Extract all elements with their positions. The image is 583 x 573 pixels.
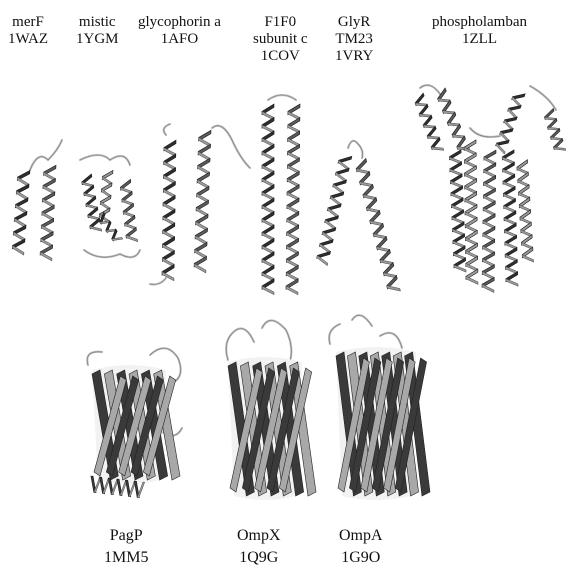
helix-turn-back [553,147,565,150]
helix-turn-back [40,252,52,261]
loop-edge [30,140,62,170]
loop [150,278,166,284]
helix-turn-back [454,265,466,272]
loop [226,320,291,362]
structure-ompa [329,315,430,500]
helix-turn-back [431,147,444,150]
structure-phospholamban [415,85,566,293]
loop-edge [348,141,363,158]
loop [420,85,556,137]
loop-edge [329,315,402,348]
structure-ompx [226,320,316,500]
helix-turn-back [126,235,138,242]
structure-pagp [87,348,182,498]
helix-turn-back [194,263,206,273]
helix-turn-back [12,245,24,255]
structure-mistic [80,155,140,257]
structure-glyr [317,141,401,291]
loop [329,315,402,348]
helix-turn-back [466,276,478,284]
helix-turn-back [522,255,533,262]
helix-turn-back [506,279,518,287]
helix-turn-back [90,226,102,231]
helix-turn-back [137,482,144,498]
structure-glycophorin [150,124,250,284]
helix-turn-back [482,284,494,292]
structure-merf [12,140,62,261]
loop [30,140,62,170]
structure-f1f0 [262,95,300,295]
helix-turn-back [387,286,401,291]
helix-turn-back [286,286,298,295]
helix-turn-back [262,286,274,295]
